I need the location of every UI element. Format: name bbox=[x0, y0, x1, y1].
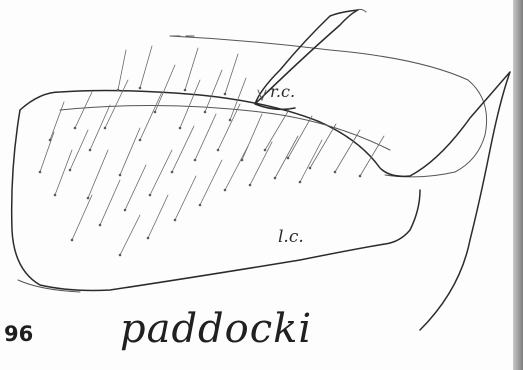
page-edge bbox=[513, 0, 523, 370]
setae bbox=[39, 46, 384, 256]
left-cercus-label: l.c. bbox=[278, 227, 304, 247]
upper-lobe-outline bbox=[170, 36, 487, 177]
figure-number: 96 bbox=[4, 322, 33, 346]
left-cercus-line bbox=[60, 105, 390, 150]
main-plate-outline bbox=[12, 72, 510, 330]
right-cercus-label: r.c. bbox=[270, 82, 295, 101]
species-name: paddocki bbox=[120, 306, 312, 352]
